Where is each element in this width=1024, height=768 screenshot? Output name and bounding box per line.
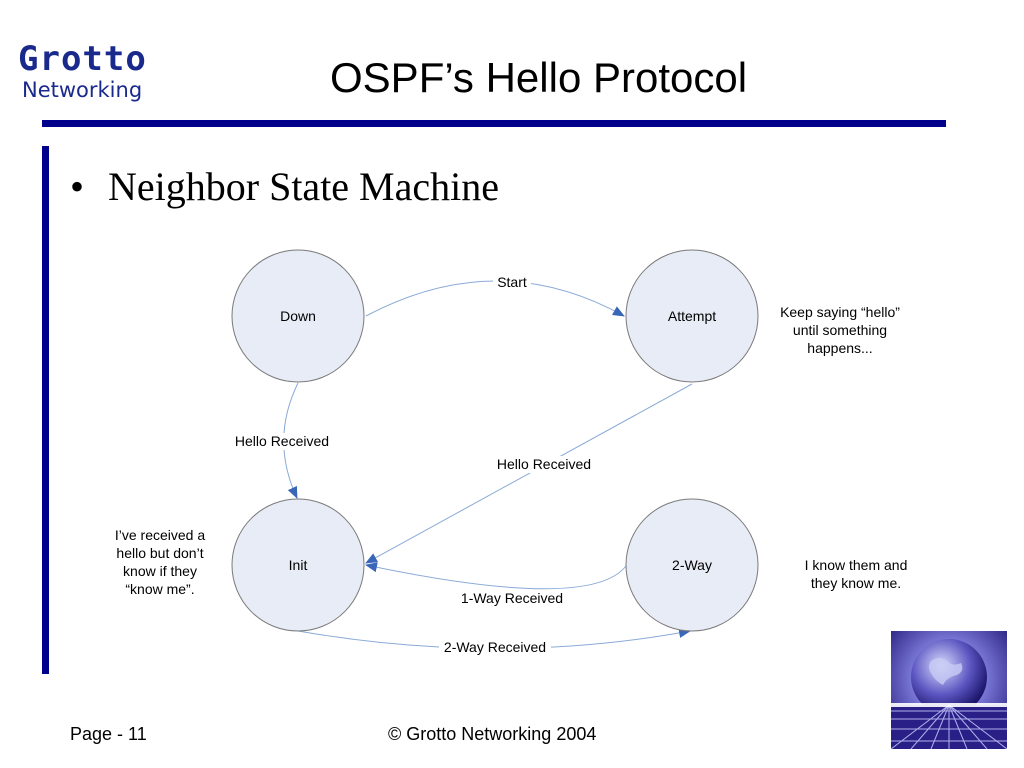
state-label-init: Init xyxy=(289,557,308,573)
note-line: I’ve received a xyxy=(114,527,206,543)
note-attempt: Keep saying “hello” until something happ… xyxy=(770,303,910,357)
slide-title: OSPF’s Hello Protocol xyxy=(330,54,748,101)
state-node-attempt xyxy=(625,249,759,383)
note-line: they know me. xyxy=(810,575,902,591)
edge-twoway-to-init xyxy=(365,562,627,590)
note-line: hello but don’t xyxy=(116,545,204,561)
state-node-two-way xyxy=(625,498,759,632)
edge-label-hello-received-attempt: Hello Received xyxy=(497,456,591,472)
bullet-point: • Neighbor State Machine xyxy=(70,162,499,212)
grotto-networking-logo: Grotto Networking xyxy=(18,40,147,102)
note-init: I’ve received a hello but don’t know if … xyxy=(98,526,222,598)
state-label-down: Down xyxy=(280,308,316,324)
edge-label-start: Start xyxy=(497,274,527,290)
note-line: I know them and xyxy=(804,557,908,573)
left-accent-bar xyxy=(42,146,49,674)
edge-label-1-way-received: 1-Way Received xyxy=(461,590,563,606)
globe-image xyxy=(891,631,1007,749)
edge-attempt-to-init xyxy=(365,383,693,564)
state-node-down xyxy=(231,249,365,383)
state-node-init xyxy=(231,498,365,632)
state-label-two-way: 2-Way xyxy=(672,557,712,573)
edge-label-bg xyxy=(493,274,531,291)
logo-line-1: Grotto xyxy=(18,39,147,79)
note-line: happens... xyxy=(807,340,873,356)
edge-label-bg xyxy=(230,433,334,450)
bullet-dot: • xyxy=(70,164,85,209)
note-line: “know me”. xyxy=(125,581,195,597)
page-number: Page - 11 xyxy=(70,724,147,744)
edge-label-bg xyxy=(492,456,596,473)
note-two-way: I know them and they know me. xyxy=(790,556,922,592)
note-line: until something xyxy=(792,322,888,338)
note-line: Keep saying “hello” xyxy=(780,304,900,320)
logo-line-2: Networking xyxy=(22,78,143,102)
edge-label-bg xyxy=(456,590,568,607)
copyright-notice: © Grotto Networking 2004 xyxy=(388,724,597,744)
title-divider xyxy=(42,120,946,127)
bullet-text: Neighbor State Machine xyxy=(108,164,499,209)
note-line: know if they xyxy=(123,563,197,579)
state-label-attempt: Attempt xyxy=(668,308,716,324)
edge-label-2-way-received: 2-Way Received xyxy=(444,639,546,655)
edge-label-hello-received-down: Hello Received xyxy=(235,433,329,449)
edge-label-bg xyxy=(439,639,551,656)
